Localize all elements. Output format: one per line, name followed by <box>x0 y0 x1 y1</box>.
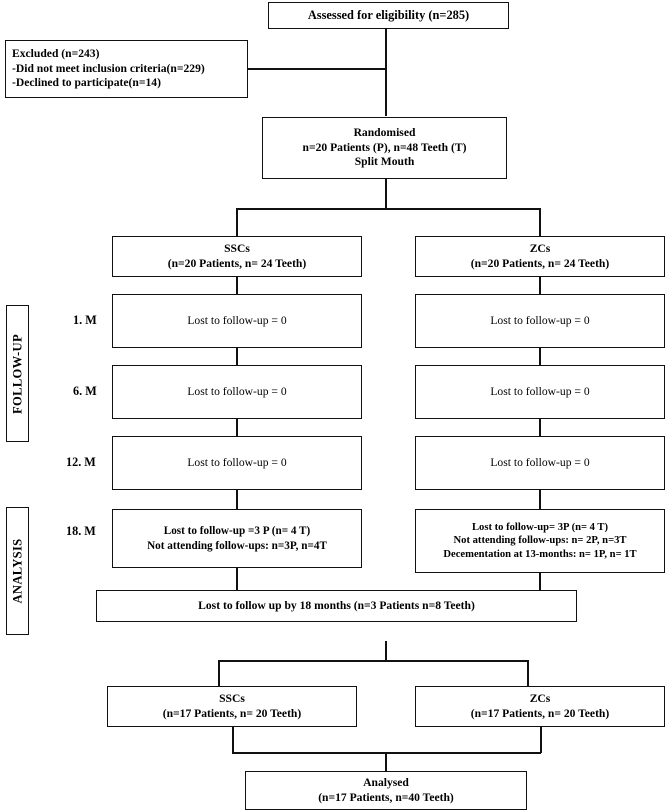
box-ssc-followup-18m: Lost to follow-up =3 P (n= 4 T) Not atte… <box>112 509 362 568</box>
connector-split-right-arm <box>539 208 541 236</box>
box-zc-followup-12m: Lost to follow-up = 0 <box>415 436 665 490</box>
connector-randomised-stem <box>385 179 387 210</box>
box-ssc-final-line-2: (n=17 Patients, n= 20 Teeth) <box>162 706 302 720</box>
box-analysed-line-2: (n=17 Patients, n=40 Teeth) <box>318 790 454 804</box>
box-randomised-line-3: Split Mouth <box>354 155 415 169</box>
connector-split-bar <box>236 208 540 210</box>
box-zc-group-line-1: ZCs <box>529 241 551 255</box>
connector-excluded-branch <box>247 68 386 70</box>
box-excluded: Excluded (n=243) -Did not meet inclusion… <box>5 40 248 98</box>
connector-ssc-m1-to-m6 <box>236 348 238 365</box>
box-zc-group: ZCs (n=20 Patients, n= 24 Teeth) <box>415 236 665 277</box>
box-zc-followup-18m-line-3: Decementation at 13-months: n= 1P, n= 1T <box>443 548 637 560</box>
box-zc-followup-1m-line-1: Lost to follow-up = 0 <box>490 313 590 327</box>
box-zc-followup-6m-line-1: Lost to follow-up = 0 <box>490 384 590 398</box>
box-ssc-followup-18m-line-1: Lost to follow-up =3 P (n= 4 T) <box>163 525 311 538</box>
stage-label-analysis-text: ANALYSIS <box>10 538 24 604</box>
box-analysed-line-1: Analysed <box>363 775 409 789</box>
stage-label-follow-up-text: FOLLOW-UP <box>10 333 24 414</box>
box-zc-followup-12m-line-1: Lost to follow-up = 0 <box>490 455 590 469</box>
connector-ssc-group-to-m1 <box>236 277 238 294</box>
timepoint-label-1m: 1. M <box>73 313 97 327</box>
box-lost-to-followup-total: Lost to follow up by 18 months (n=3 Pati… <box>96 590 577 622</box>
box-ssc-followup-18m-line-2: Not attending follow-ups: n=3P, n=4T <box>147 539 327 552</box>
box-zc-final: ZCs (n=17 Patients, n= 20 Teeth) <box>415 686 665 727</box>
stage-label-analysis: ANALYSIS <box>6 507 29 635</box>
connector-zc-m6-to-m12 <box>539 419 541 436</box>
connector-ssc-m18-to-lost <box>236 568 238 590</box>
box-analysed: Analysed (n=17 Patients, n=40 Teeth) <box>245 771 527 810</box>
connector-ssc-m12-to-m18 <box>236 490 238 509</box>
connector-ssc-final-merge <box>232 727 234 753</box>
connector-final-split-left-arm <box>218 660 220 686</box>
stage-label-follow-up: FOLLOW-UP <box>6 305 29 442</box>
box-ssc-group: SSCs (n=20 Patients, n= 24 Teeth) <box>112 236 362 277</box>
connector-final-split-bar <box>218 660 528 662</box>
box-randomised-line-1: Randomised <box>353 125 416 139</box>
timepoint-label-12m: 12. M <box>66 455 96 469</box>
box-ssc-followup-6m: Lost to follow-up = 0 <box>112 365 362 419</box>
box-zc-final-line-2: (n=17 Patients, n= 20 Teeth) <box>470 706 610 720</box>
box-randomised: Randomised n=20 Patients (P), n=48 Teeth… <box>262 117 507 179</box>
connector-lost-stem <box>385 641 387 661</box>
connector-zc-group-to-m1 <box>539 277 541 294</box>
connector-assessed-to-randomised <box>385 28 387 116</box>
box-ssc-followup-1m-line-1: Lost to follow-up = 0 <box>187 313 287 327</box>
box-zc-final-line-1: ZCs <box>529 691 551 705</box>
connector-final-split-right-arm <box>527 660 529 686</box>
box-ssc-followup-12m: Lost to follow-up = 0 <box>112 436 362 490</box>
box-zc-group-line-2: (n=20 Patients, n= 24 Teeth) <box>470 256 610 270</box>
box-assessed-for-eligibility: Assessed for eligibility (n=285) <box>268 2 509 29</box>
box-assessed-line-1: Assessed for eligibility (n=285) <box>307 7 470 22</box>
box-lost-to-followup-total-line-1: Lost to follow up by 18 months (n=3 Pati… <box>198 598 475 612</box>
box-zc-followup-1m: Lost to follow-up = 0 <box>415 294 665 348</box>
box-ssc-final: SSCs (n=17 Patients, n= 20 Teeth) <box>107 686 357 727</box>
box-zc-followup-6m: Lost to follow-up = 0 <box>415 365 665 419</box>
box-ssc-followup-12m-line-1: Lost to follow-up = 0 <box>187 455 287 469</box>
connector-zc-m12-to-m18 <box>539 490 541 509</box>
box-ssc-final-line-1: SSCs <box>219 691 245 705</box>
box-zc-followup-18m: Lost to follow-up= 3P (n= 4 T) Not atten… <box>415 509 665 573</box>
box-ssc-group-line-1: SSCs <box>224 241 250 255</box>
connector-zc-m18-to-lost <box>539 573 541 590</box>
connector-split-left-arm <box>236 208 238 236</box>
timepoint-label-18m: 18. M <box>66 524 96 538</box>
box-ssc-followup-1m: Lost to follow-up = 0 <box>112 294 362 348</box>
box-randomised-line-2: n=20 Patients (P), n=48 Teeth (T) <box>302 140 467 154</box>
connector-zc-m1-to-m6 <box>539 348 541 365</box>
box-ssc-followup-6m-line-1: Lost to follow-up = 0 <box>187 384 287 398</box>
box-excluded-line-3: -Declined to participate(n=14) <box>12 76 161 90</box>
connector-merge-to-analysed <box>385 752 387 772</box>
timepoint-label-6m: 6. M <box>73 384 97 398</box>
box-zc-followup-18m-line-2: Not attending follow-ups: n= 2P, n=3T <box>453 535 627 547</box>
box-zc-followup-18m-line-1: Lost to follow-up= 3P (n= 4 T) <box>471 521 609 533</box>
box-excluded-line-1: Excluded (n=243) <box>12 46 100 60</box>
box-ssc-group-line-2: (n=20 Patients, n= 24 Teeth) <box>167 256 307 270</box>
connector-zc-final-merge <box>540 727 542 753</box>
connector-ssc-m6-to-m12 <box>236 419 238 436</box>
box-excluded-line-2: -Did not meet inclusion criteria(n=229) <box>12 61 205 75</box>
